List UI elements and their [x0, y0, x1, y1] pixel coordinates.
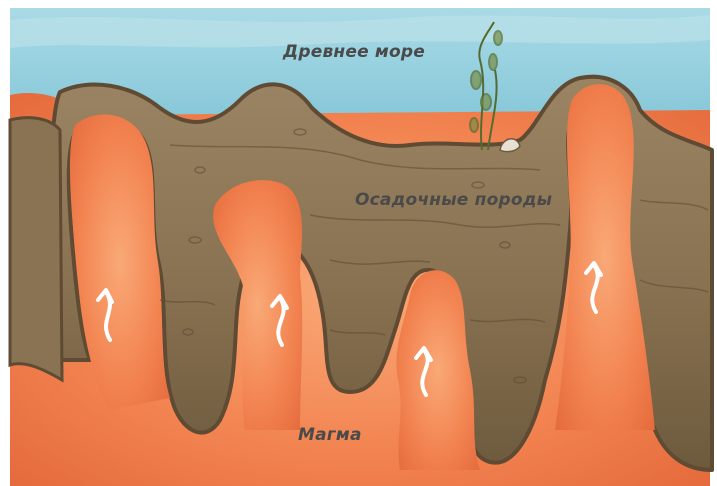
- label-ancient-sea: Древнее море: [283, 42, 425, 62]
- left-rock-edge: [10, 118, 62, 380]
- label-sedimentary-rocks: Осадочные породы: [355, 190, 552, 210]
- label-magma: Магма: [298, 425, 362, 445]
